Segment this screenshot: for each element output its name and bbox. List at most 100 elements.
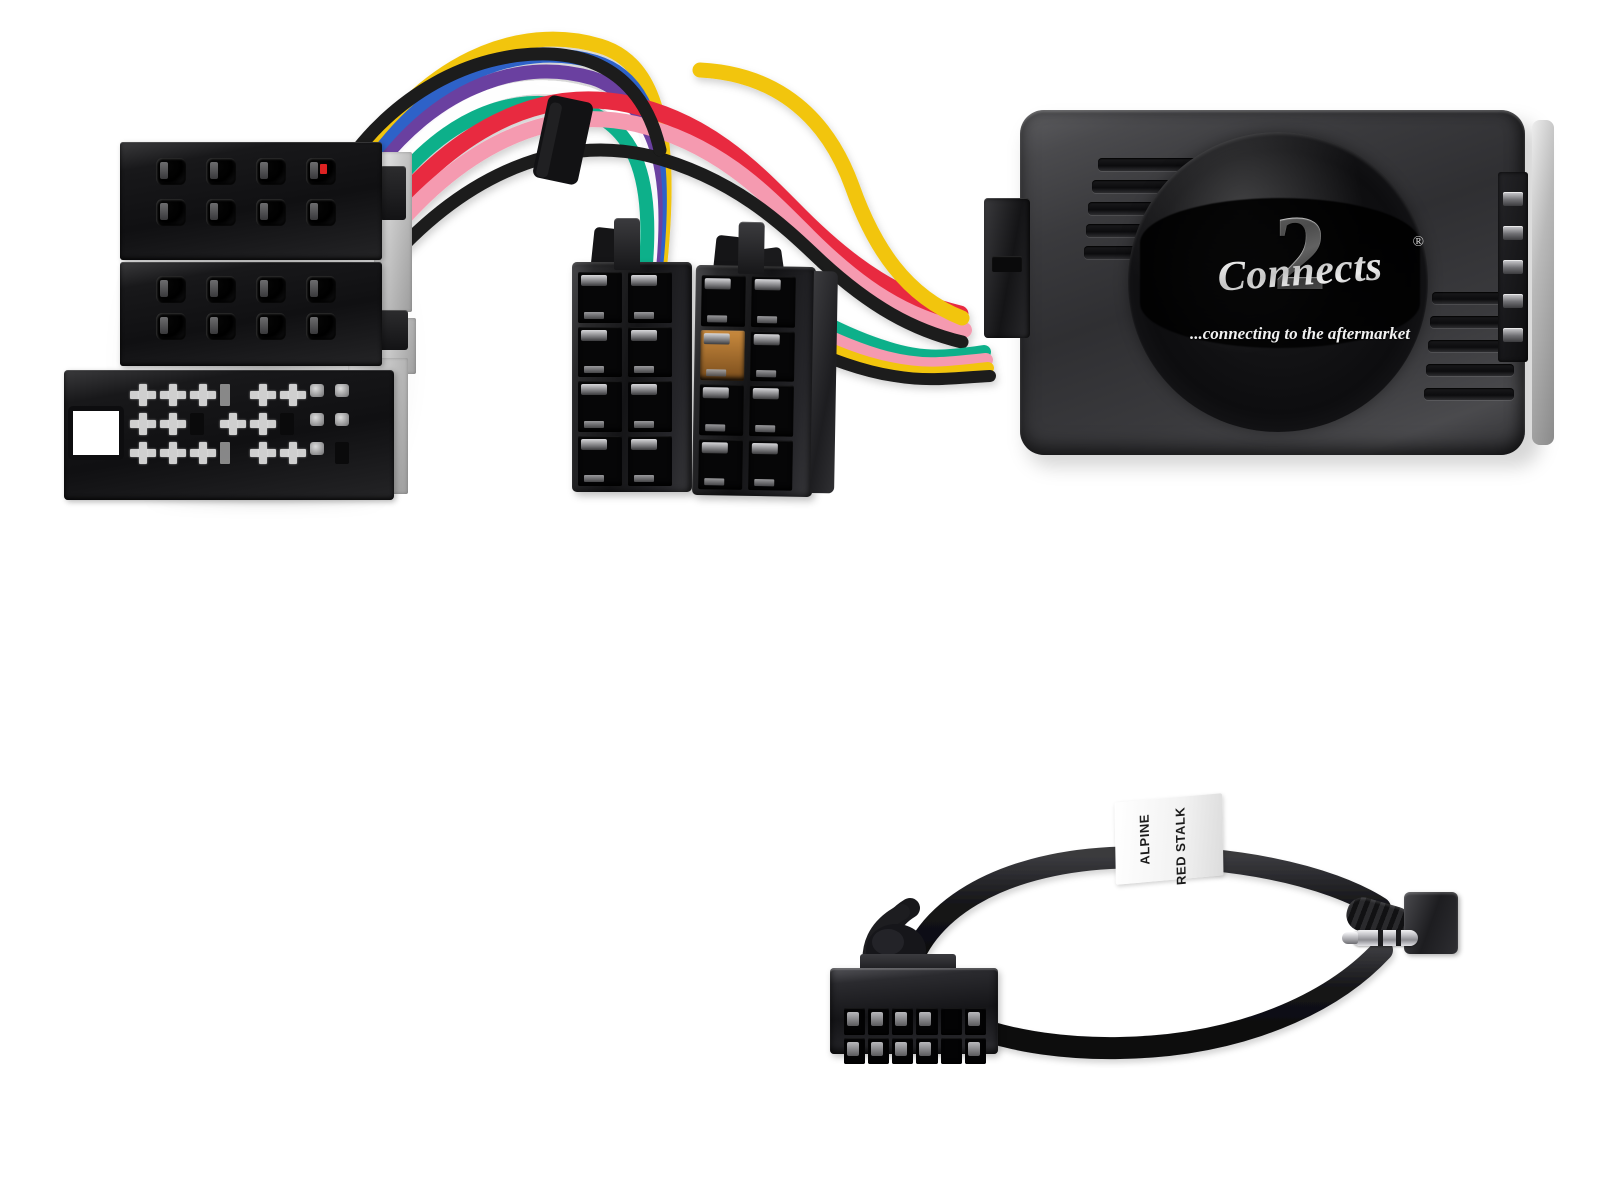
connector-keyway-notch [72, 410, 120, 456]
socket-pin [578, 326, 622, 377]
pin [250, 384, 276, 406]
socket-pin [578, 435, 622, 486]
quadlock-iso-male-connector [64, 138, 426, 508]
socket-pin [748, 439, 793, 491]
pin [220, 413, 246, 435]
pin [892, 1008, 914, 1035]
pin [964, 1037, 986, 1064]
pin-red-marker [320, 164, 327, 174]
iso-female-socket-left [572, 218, 692, 492]
pin [250, 442, 276, 464]
socket-pin [1503, 260, 1523, 274]
connector-keyway-frame [68, 406, 124, 460]
socket-pin-face [576, 270, 674, 488]
pin [206, 276, 236, 303]
module-output-socket [1498, 172, 1528, 362]
socket-pin [628, 435, 672, 486]
socket-pin [1503, 328, 1523, 342]
socket-pin [628, 326, 672, 377]
pin [190, 442, 216, 464]
pin [130, 442, 156, 464]
iso-female-socket-right [692, 221, 838, 498]
socket-pin [1503, 192, 1523, 206]
logo-numeral: 2 [1273, 200, 1327, 308]
pin [844, 1008, 866, 1035]
pin [160, 442, 186, 464]
logo-wordmark: Connects [1216, 243, 1384, 301]
pin [310, 413, 324, 426]
pin [280, 442, 306, 464]
patch-lead-assembly: ALPINE RED STALK [810, 780, 1570, 1110]
socket-pin [628, 381, 672, 432]
module-input-plug [984, 198, 1030, 338]
pin [964, 1008, 986, 1035]
pin [868, 1037, 890, 1064]
pin [868, 1008, 890, 1035]
connector-latch-top [380, 166, 406, 220]
pin [250, 413, 276, 435]
jack-3-5mm-plug [1330, 872, 1510, 982]
pin [940, 1008, 962, 1035]
pin [156, 199, 186, 226]
module-edge-rim [1532, 120, 1554, 445]
socket-wing [737, 221, 765, 275]
socket-pin [750, 275, 796, 328]
socket-pin [578, 381, 622, 432]
pin [256, 199, 286, 226]
socket-pin [750, 330, 795, 382]
jack-shaft [1352, 930, 1418, 946]
pin [130, 413, 156, 435]
pin [310, 442, 324, 455]
pin [916, 1008, 938, 1035]
socket-pin [578, 272, 622, 323]
pin [130, 384, 156, 406]
harness-tape-sleeve [533, 95, 593, 185]
connector-pin-grid [844, 1008, 986, 1064]
pin [280, 413, 294, 435]
pin [190, 413, 204, 435]
pin [156, 313, 186, 340]
registered-trademark-icon: ® [1412, 234, 1424, 250]
pin [940, 1037, 962, 1064]
socket-pin-orange [700, 329, 745, 381]
socket-pin [1503, 294, 1523, 308]
jack-tip [1342, 932, 1358, 944]
pin [256, 158, 286, 185]
patch-lead-connector [830, 950, 1000, 1064]
pin [916, 1037, 938, 1064]
connector-housing [830, 968, 998, 1064]
pin [190, 384, 216, 406]
pin [335, 442, 349, 464]
pin [160, 413, 186, 435]
socket-pin [749, 384, 794, 437]
connects2-logo: 2 Connects ® ...connecting to the afterm… [1170, 200, 1430, 346]
pin [892, 1037, 914, 1064]
pin [206, 313, 236, 340]
module-body: 2 Connects ® ...connecting to the afterm… [984, 110, 1528, 455]
logo-tagline: ...connecting to the aftermarket [1189, 324, 1411, 343]
pin [220, 442, 230, 464]
pin [156, 276, 186, 303]
socket-pin [698, 438, 743, 490]
pin [256, 276, 286, 303]
pin [220, 384, 230, 406]
iso-block-top [120, 142, 382, 260]
iso-block-middle [120, 262, 382, 366]
pin [310, 384, 324, 397]
socket-side-body [810, 271, 838, 494]
socket-pin [628, 272, 672, 323]
pin [306, 313, 336, 340]
pin [306, 276, 336, 303]
pin [206, 199, 236, 226]
socket-pin-face [696, 273, 798, 493]
socket-pin [700, 275, 746, 327]
socket-pin [699, 384, 744, 436]
swc-interface-module: 2 Connects ® ...connecting to the afterm… [984, 110, 1554, 467]
pin [256, 313, 286, 340]
pin [306, 199, 336, 226]
cable-label-line-2: RED STALK [1172, 806, 1189, 886]
pin [280, 384, 306, 406]
pin [335, 413, 349, 426]
pin [156, 158, 186, 185]
